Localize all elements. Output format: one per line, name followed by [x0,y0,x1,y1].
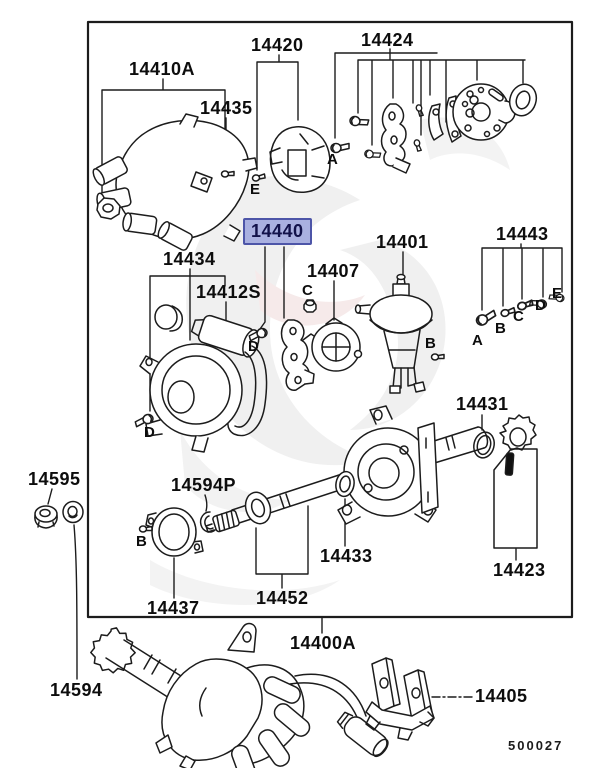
housing-drawing [337,405,489,525]
distributor-cap-drawing [92,113,258,251]
part-label-14424[interactable]: 14424 [361,30,414,50]
flange-plate-drawing [145,507,204,557]
washer-drawing [335,470,355,498]
part-label-14431[interactable]: 14431 [456,394,509,414]
rotor-drawing [269,126,331,193]
diagram-border-box [86,20,574,619]
part-label-14595[interactable]: 14595 [28,469,81,489]
nut-c-drawing [303,299,317,313]
part-label-14401[interactable]: 14401 [376,232,429,252]
part-label-14410a[interactable]: 14410A [129,59,196,79]
fastener-letter-b-14401: B [425,335,436,352]
coil-module-drawing [139,304,268,453]
part-label-14412s[interactable]: 14412S [196,282,262,302]
fastener-letter-b-14437: B [136,533,147,550]
fastener-letter-a-14424: A [327,151,338,168]
part-label-14594[interactable]: 14594 [50,680,103,700]
fastener-letter-c-14407: C [302,282,313,299]
sheet-code: 500027 [508,738,564,753]
snap-ring-drawing [199,511,216,533]
fastener-letter-a-14443: A [472,332,483,349]
fastener-letter-b-14443: B [495,320,506,337]
part-label-14435[interactable]: 14435 [200,98,253,118]
fastener-letter-d-14434: D [144,424,155,441]
driven-gear-drawing [493,414,538,549]
nut-and-washer-drawing [34,500,84,529]
fastener-letter-c-14443: C [513,308,524,325]
part-label-14400a[interactable]: 14400A [290,633,357,653]
part-label-14423[interactable]: 14423 [493,560,546,580]
leader-lines [47,48,563,698]
part-label-14420[interactable]: 14420 [251,35,304,55]
mounting-bracket-drawing [365,657,435,741]
o-ring-drawing [473,431,495,459]
part-label-14443[interactable]: 14443 [496,224,549,244]
part-label-14405[interactable]: 14405 [475,686,528,706]
fastener-letter-e-14443: E [552,285,563,302]
part-label-14407[interactable]: 14407 [307,261,360,281]
signal-generator-drawing [280,319,318,391]
part-label-14437[interactable]: 14437 [147,598,200,618]
part-label-14440-selected[interactable]: 14440 [243,218,312,245]
vacuum-advance-drawing [354,273,433,394]
governor-parts-drawing [330,83,538,174]
part-label-14594p[interactable]: 14594P [171,475,237,495]
part-label-14433[interactable]: 14433 [320,546,373,566]
part-label-14452[interactable]: 14452 [256,588,309,608]
fastener-letter-d-14440: D [248,338,259,355]
fastener-letter-d-14443: D [535,297,546,314]
part-label-14434[interactable]: 14434 [163,249,216,269]
distributor-assembly-drawing [90,622,389,768]
fastener-letter-e-14420: E [250,181,261,198]
pickup-coil-drawing [311,317,363,372]
